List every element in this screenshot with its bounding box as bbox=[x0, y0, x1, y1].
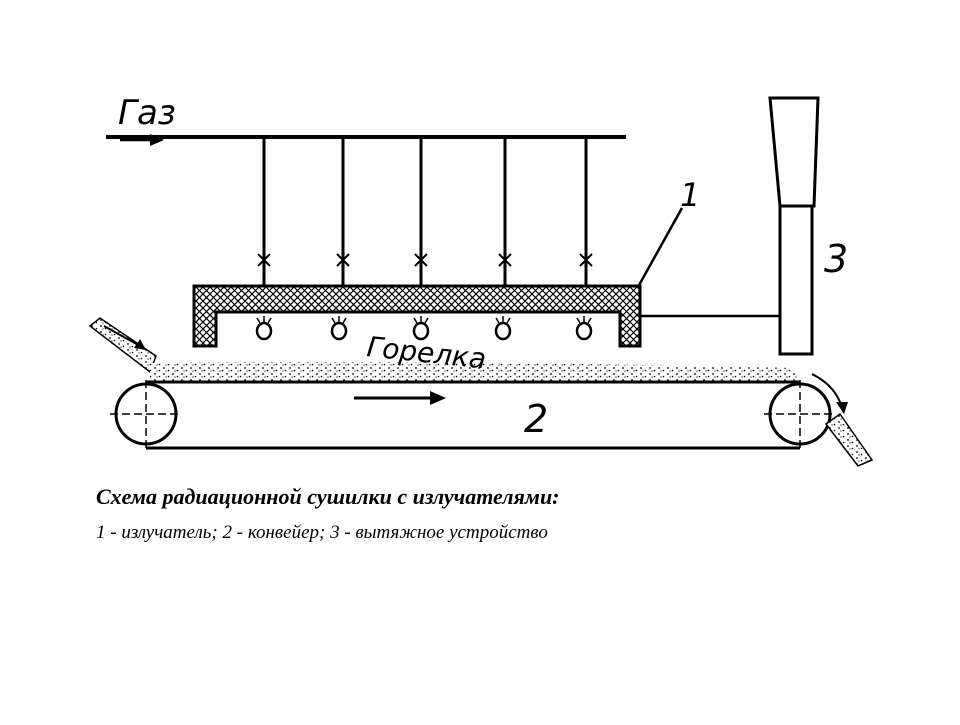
burner-lamp-rays bbox=[256, 316, 592, 324]
conveyor-direction-arrow-icon bbox=[354, 391, 446, 405]
left-pulley-icon bbox=[110, 380, 182, 448]
conveyor-number-label: 2 bbox=[524, 397, 548, 441]
emitter-number-label: 1 bbox=[680, 176, 700, 214]
figure-caption-legend: 1 - излучатель; 2 - конвейер; 3 - вытяжн… bbox=[96, 522, 548, 543]
valve-icons bbox=[257, 253, 593, 267]
inlet-arrow-icon bbox=[103, 325, 146, 350]
material-outlet-stream bbox=[824, 412, 874, 467]
exhaust-hood bbox=[768, 96, 820, 208]
gas-feed-pipes bbox=[262, 137, 588, 290]
material-inlet-stream bbox=[88, 317, 157, 374]
conveyor-belt bbox=[146, 380, 800, 450]
burner-lamp-icons bbox=[255, 321, 593, 341]
emitter-leader-line bbox=[636, 207, 684, 288]
figure-caption-title: Схема радиационной сушилки с излучателям… bbox=[96, 484, 560, 509]
gas-label: Газ bbox=[118, 93, 176, 133]
exhaust-number-label: 3 bbox=[824, 237, 848, 281]
right-pulley-icon bbox=[764, 380, 836, 448]
exhaust-pipe bbox=[778, 204, 814, 356]
emitter-housing bbox=[192, 284, 642, 348]
gas-arrow-icon bbox=[120, 134, 164, 146]
material-layer bbox=[150, 362, 800, 382]
outlet-arrow-icon bbox=[811, 373, 848, 414]
